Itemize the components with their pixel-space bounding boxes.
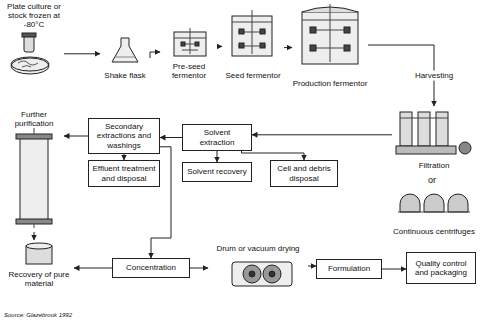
box-label: Solvent extraction [186, 128, 248, 146]
box-label: Secondary extractions and washings [92, 122, 156, 150]
flow-arrow [284, 47, 292, 48]
edge-label: Harvesting [414, 70, 454, 81]
flow-arrow [252, 134, 392, 135]
stage-label: Drum or vacuum drying [208, 244, 308, 253]
box-label: Quality control and packaging [410, 259, 472, 277]
process-box: Quality control and packaging [406, 252, 476, 284]
flow-arrow [382, 269, 406, 270]
flow-arrow [64, 53, 100, 54]
process-box: Cell and debris disposal [270, 160, 338, 187]
process-box: Formulation [316, 259, 382, 279]
flow-arrow [308, 266, 316, 267]
stage-label: Seed fermentor [222, 71, 284, 80]
flow-arrow [160, 137, 182, 138]
box-label: Formulation [328, 264, 370, 273]
equipment-stage: Plate culture or stock frozen at -80°C [4, 2, 64, 76]
process-box: Concentration [112, 258, 190, 278]
flow-arrow [217, 151, 218, 162]
flow-arrow [150, 52, 160, 58]
flow-arrow [218, 46, 222, 47]
equipment-stage: Recovery of pure material [4, 240, 74, 288]
flow-arrow [34, 232, 35, 240]
process-box: Solvent recovery [182, 162, 252, 182]
stage-label: Further purification [4, 110, 64, 128]
equipment-stage: Drum or vacuum drying [208, 244, 308, 288]
equipment-stage: Filtration [392, 106, 476, 170]
stage-label: Recovery of pure material [4, 270, 74, 288]
stage-label: Production fermentor [292, 79, 368, 88]
stage-label: Shake flask [100, 71, 150, 80]
box-label: Cell and debris disposal [274, 164, 334, 182]
flow-arrow [190, 268, 208, 269]
box-label: Solvent recovery [187, 167, 247, 176]
box-label: Concentration [126, 263, 176, 272]
equipment-stage: Further purification [4, 110, 64, 232]
stage-label: Pre-seed fermentor [160, 62, 218, 80]
equipment-stage: Shake flask [100, 36, 150, 80]
process-box: Secondary extractions and washings [88, 118, 160, 154]
process-box: Solvent extraction [182, 124, 252, 151]
stage-label: Continuous centrifuges [392, 227, 476, 236]
stage-label: Filtration [392, 161, 476, 170]
box-label: Effluent treatment and disposal [92, 164, 156, 182]
equipment-stage: Seed fermentor [222, 8, 284, 80]
process-box: Effluent treatment and disposal [88, 160, 160, 187]
flow-arrow [74, 268, 112, 269]
equipment-stage: Continuous centrifuges [392, 190, 476, 236]
source-note: Source: Glazebrook 1992 [4, 312, 72, 319]
flow-arrow [242, 151, 305, 160]
equipment-stage: Production fermentor [292, 2, 368, 88]
equipment-stage: Pre-seed fermentor [160, 24, 218, 80]
stage-label: Plate culture or stock frozen at -80°C [4, 2, 64, 30]
alternative-note: or [428, 176, 436, 186]
flow-arrow [64, 136, 88, 137]
